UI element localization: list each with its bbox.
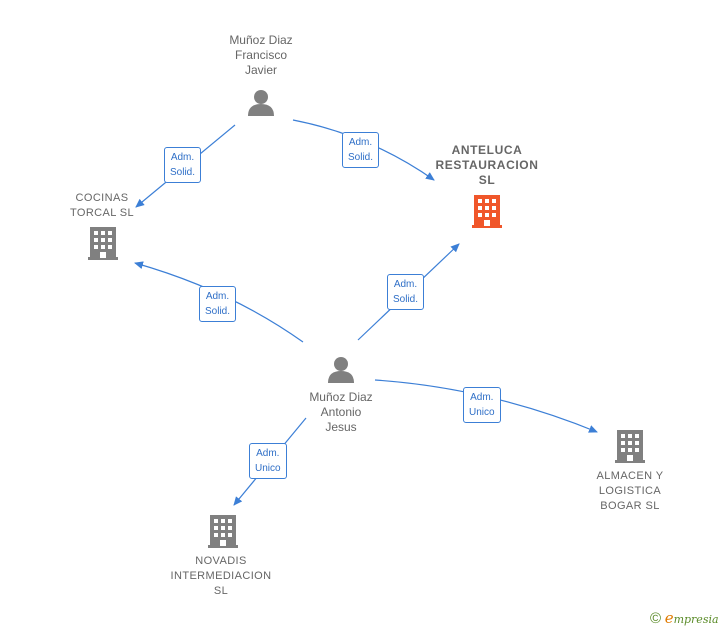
edge-label-line2: Unico: [255, 463, 281, 474]
brand-initial: e: [664, 609, 674, 627]
person-icon-francisco: [248, 90, 274, 116]
edge-label-line2: Solid.: [393, 294, 419, 305]
edge-label-line1: Adm.: [470, 392, 494, 403]
edge-label-line2: Solid.: [348, 152, 374, 163]
edge-label-antonio-anteluca: Adm. Solid.: [387, 274, 425, 310]
brand-name: mpresia: [673, 613, 719, 626]
building-icon-almacen: [615, 430, 645, 463]
edge-label-line2: Solid.: [170, 167, 196, 178]
company-name-novadis[interactable]: NOVADIS INTERMEDIACION SL: [170, 555, 272, 597]
edge-label-line1: Adm.: [170, 152, 195, 163]
building-icon-cocinas: [88, 227, 118, 260]
edge-label-francisco-cocinas: Adm. Solid.: [164, 147, 202, 183]
edge-label-line1: Adm.: [348, 137, 373, 148]
edge-label-antonio-almacen: Adm. Unico: [463, 387, 501, 423]
company-name-almacen[interactable]: ALMACEN Y LOGISTICA BOGAR SL: [596, 470, 664, 512]
edge-label-francisco-anteluca: Adm. Solid.: [342, 132, 380, 168]
company-name-anteluca[interactable]: ANTELUCA RESTAURACION SL: [435, 143, 539, 187]
brand-logo: © empresia: [650, 609, 719, 627]
edge-label-antonio-cocinas: Adm. Solid.: [199, 286, 237, 322]
company-name-cocinas[interactable]: COCINAS TORCAL SL: [69, 192, 135, 219]
edge-label-antonio-novadis: Adm. Unico: [249, 443, 287, 479]
edge-label-line2: Unico: [469, 407, 495, 418]
building-icon-novadis: [208, 515, 238, 548]
edge-label-line1: Adm.: [393, 279, 418, 290]
person-name-francisco[interactable]: Muñoz Diaz Francisco Javier: [229, 33, 293, 77]
person-name-antonio[interactable]: Muñoz Diaz Antonio Jesus: [309, 390, 373, 434]
edge-label-line1: Adm.: [205, 291, 230, 302]
copyright-icon: ©: [650, 610, 662, 627]
edge-label-line1: Adm.: [256, 448, 280, 459]
person-icon-antonio: [328, 357, 354, 383]
edge-label-line2: Solid.: [205, 306, 231, 317]
building-icon-anteluca: [472, 195, 502, 228]
